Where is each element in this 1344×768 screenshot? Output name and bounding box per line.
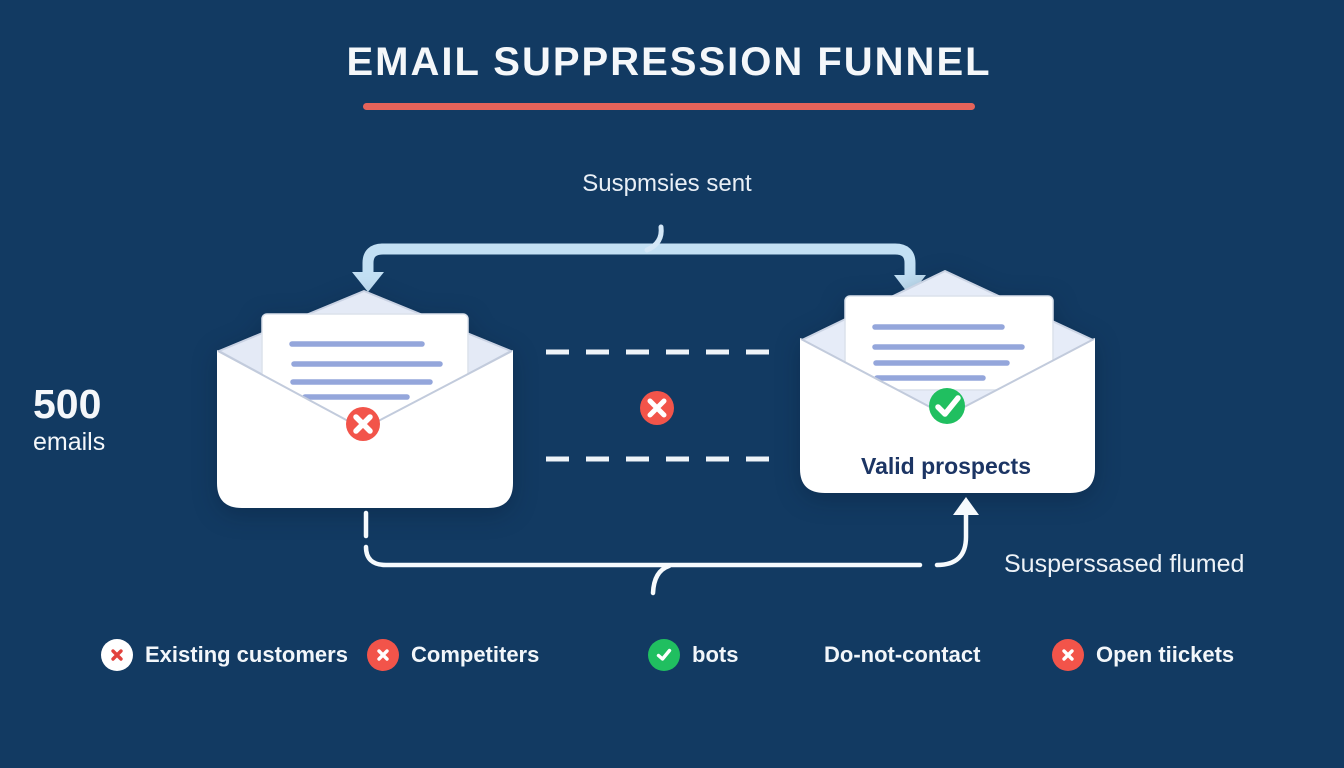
legend-label: Competiters: [411, 642, 540, 667]
return-path-line: [363, 544, 923, 568]
page-title: EMAIL SUPPRESSION FUNNEL: [346, 40, 992, 84]
envelope-body: [800, 338, 1095, 493]
x-circle-red-icon: [367, 639, 399, 671]
x-circle-light-icon: [101, 639, 133, 671]
x-icon: [111, 649, 123, 661]
x-icon: [377, 649, 389, 661]
arrow-down-right-icon: [894, 275, 926, 296]
source-count-unit: emails: [33, 428, 106, 456]
valid-prospects-label: Valid prospects: [860, 453, 1032, 479]
title-underline: [363, 103, 975, 110]
source-count-block: 500 emails: [33, 384, 105, 457]
legend-item-do-not-contact: Do-not-contact: [824, 638, 980, 672]
x-circle-red-icon: [1052, 639, 1084, 671]
letter-text-lines: [872, 324, 1025, 381]
check-icon: [656, 648, 672, 661]
top-flow-label: Suspmsies sent: [582, 170, 752, 197]
letter-text-lines: [289, 341, 443, 400]
legend-item-competitors: Competiters: [367, 638, 539, 672]
legend-label: Open tiickets: [1096, 642, 1235, 667]
x-icon: [353, 414, 373, 434]
split-arrow-bar: [362, 243, 916, 277]
check-circle-green-icon: [648, 639, 680, 671]
check-icon: [935, 395, 961, 417]
split-arrow: [352, 224, 926, 296]
legend-label: bots: [692, 642, 739, 667]
bottom-center-hook: [650, 563, 672, 596]
legend-item-open-tickets: Open tiickets: [1052, 638, 1234, 672]
return-path-elbow: [934, 511, 969, 568]
x-icon: [647, 398, 667, 418]
return-path: [363, 497, 979, 596]
source-count-value: 500: [33, 381, 102, 427]
right-envelope: [800, 270, 1095, 493]
legend-item-existing-customers: Existing customers: [101, 638, 348, 672]
suppression-separator: [546, 349, 776, 462]
legend-label: Do-not-contact: [824, 642, 981, 667]
left-envelope: [217, 290, 513, 508]
legend-label: Existing customers: [145, 642, 348, 667]
arrow-up-icon: [953, 497, 979, 515]
x-icon: [1062, 649, 1074, 661]
accept-badge-right-envelope: [929, 388, 965, 424]
legend-item-bots: bots: [648, 638, 738, 672]
top-center-hook: [644, 224, 664, 253]
return-flow-label: Susperssased flumed: [1004, 550, 1245, 578]
arrow-down-left-icon: [352, 272, 384, 292]
